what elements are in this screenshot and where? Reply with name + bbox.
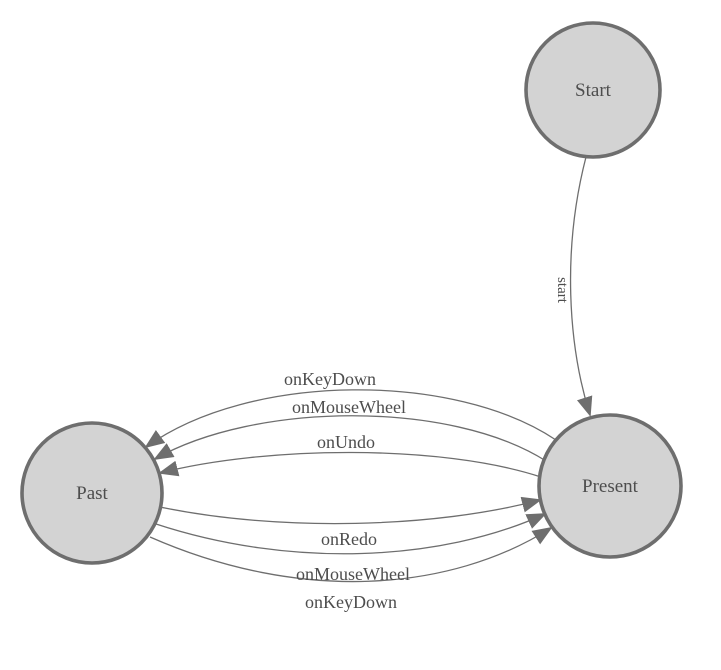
edge-present-to-past-onkeydown — [144, 389, 557, 449]
edge-label-onkeydown-bottom: onKeyDown — [305, 592, 397, 612]
edge-present-to-past-onmousewheel — [153, 415, 547, 462]
edge-group — [144, 156, 593, 583]
edge-label-onmousewheel-top: onMouseWheel — [292, 397, 406, 417]
edge-past-to-present-onmousewheel — [155, 513, 547, 555]
state-label-past: Past — [76, 483, 108, 504]
edge-past-to-present-onredo — [159, 496, 542, 525]
state-node-present[interactable] — [537, 413, 683, 559]
edge-label-onredo: onRedo — [321, 529, 377, 549]
edge-label-onundo: onUndo — [317, 432, 375, 452]
state-node-past[interactable] — [20, 421, 164, 565]
state-node-start[interactable] — [524, 21, 662, 159]
state-label-start: Start — [575, 80, 612, 101]
state-label-present: Present — [582, 476, 639, 497]
node-group — [20, 21, 683, 565]
edge-start-to-present — [569, 156, 593, 417]
edge-label-onmousewheel-bottom: onMouseWheel — [296, 564, 410, 584]
edge-past-to-present-onkeydown — [149, 526, 553, 583]
edge-label-start: start — [554, 277, 570, 304]
edge-label-onkeydown-top: onKeyDown — [284, 369, 376, 389]
edge-present-to-past-onundo — [158, 451, 542, 478]
